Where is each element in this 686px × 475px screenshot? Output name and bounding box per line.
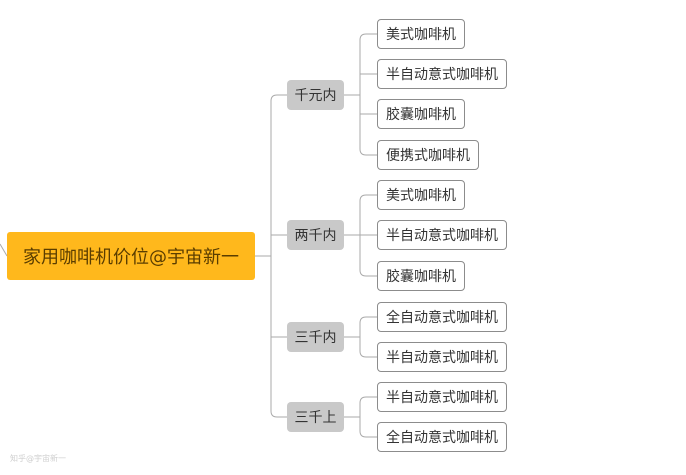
- leaf-node[interactable]: 半自动意式咖啡机: [377, 382, 507, 412]
- leaf-node[interactable]: 半自动意式咖啡机: [377, 59, 507, 89]
- branch-3-spine: [359, 316, 377, 358]
- leaf-node[interactable]: 全自动意式咖啡机: [377, 302, 507, 332]
- branch-1-spine: [359, 33, 377, 156]
- leaf-node[interactable]: 半自动意式咖啡机: [377, 220, 507, 250]
- branch-node-over-3000[interactable]: 三千上: [287, 402, 344, 432]
- branch-4-spine: [359, 396, 377, 438]
- branch-node-under-3000[interactable]: 三千内: [287, 322, 344, 352]
- watermark-text: 知乎@宇宙新一: [10, 454, 66, 463]
- leaf-node[interactable]: 胶囊咖啡机: [377, 261, 465, 291]
- leaf-node[interactable]: 半自动意式咖啡机: [377, 342, 507, 372]
- branch-2-spine: [359, 194, 377, 277]
- branch-node-under-2000[interactable]: 两千内: [287, 220, 344, 250]
- leaf-node[interactable]: 美式咖啡机: [377, 180, 465, 210]
- root-left-stub: [0, 243, 8, 257]
- root-node[interactable]: 家用咖啡机价位@宇宙新一: [7, 232, 255, 280]
- trunk-line: [270, 94, 287, 418]
- branch-node-under-1000[interactable]: 千元内: [287, 80, 344, 110]
- leaf-node[interactable]: 全自动意式咖啡机: [377, 422, 507, 452]
- leaf-node[interactable]: 便携式咖啡机: [377, 140, 479, 170]
- leaf-node[interactable]: 胶囊咖啡机: [377, 99, 465, 129]
- leaf-node[interactable]: 美式咖啡机: [377, 19, 465, 49]
